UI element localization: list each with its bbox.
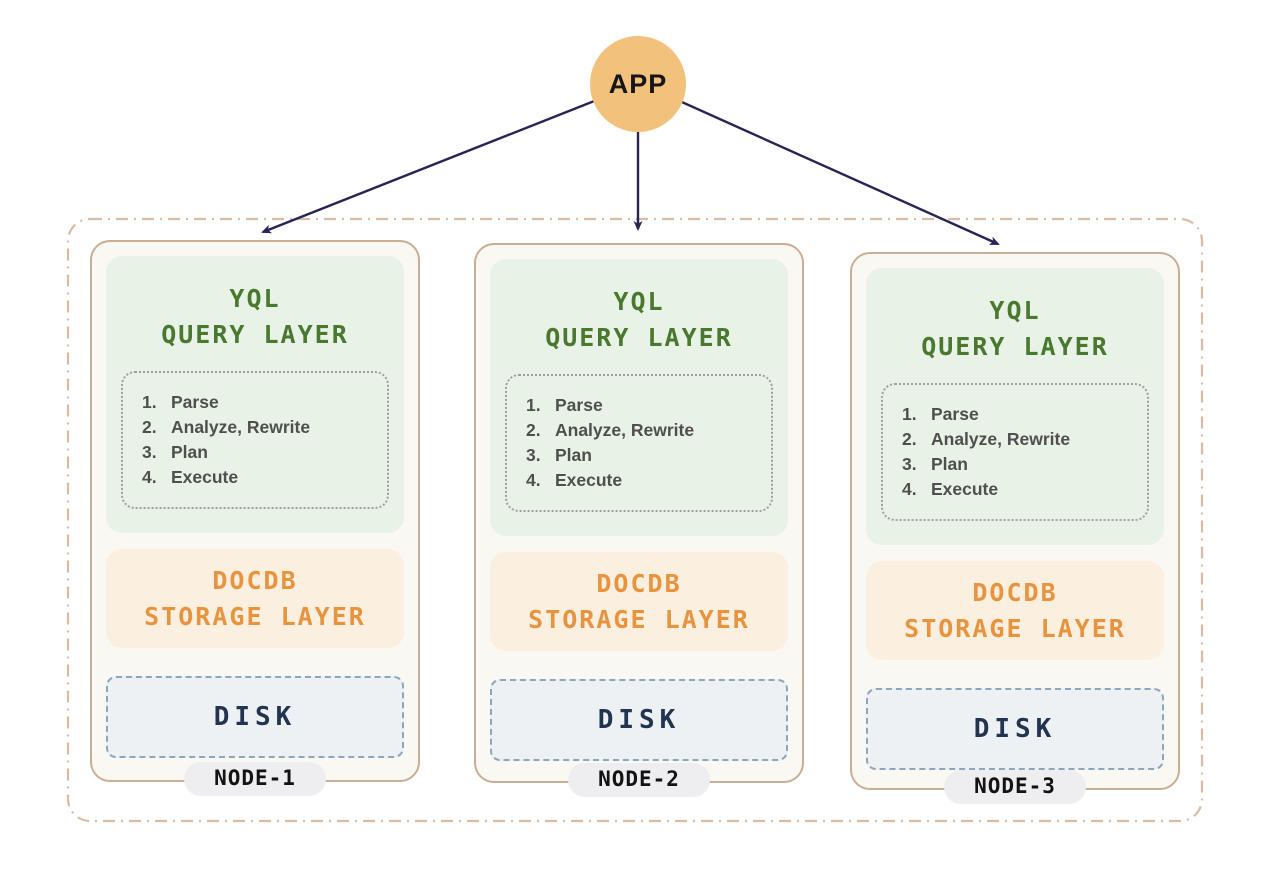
yql-query-layer: YQL QUERY LAYER 1. Parse 2. Analyze, Rew… bbox=[866, 268, 1164, 545]
docdb-title-line2: STORAGE LAYER bbox=[144, 601, 366, 631]
step-number: 4. bbox=[902, 479, 917, 499]
step-number: 3. bbox=[142, 442, 157, 462]
yql-title-line1: YQL bbox=[229, 284, 281, 313]
yql-title-line2: QUERY LAYER bbox=[161, 319, 349, 349]
step-text: Analyze, Rewrite bbox=[555, 420, 695, 440]
disk-box: DISK bbox=[866, 688, 1164, 770]
docdb-storage-layer: DOCDB STORAGE LAYER bbox=[866, 561, 1164, 660]
arrow-app-to-node-3 bbox=[663, 92, 1000, 246]
step-number: 4. bbox=[142, 467, 157, 487]
node-card-2: YQL QUERY LAYER 1. Parse 2. Analyze, Rew… bbox=[474, 243, 804, 797]
step-item: 2. Analyze, Rewrite bbox=[521, 418, 763, 443]
cluster-boundary bbox=[66, 217, 1204, 823]
app-label: APP bbox=[608, 68, 668, 99]
yql-title-line2: QUERY LAYER bbox=[545, 322, 733, 352]
step-number: 2. bbox=[142, 417, 157, 437]
yql-title-line1: YQL bbox=[613, 287, 665, 316]
step-number: 3. bbox=[526, 445, 541, 465]
disk-box: DISK bbox=[490, 679, 788, 761]
disk-label: DISK bbox=[213, 702, 297, 732]
step-text: Parse bbox=[555, 395, 603, 415]
step-text: Plan bbox=[931, 454, 968, 474]
docdb-storage-layer-title: DOCDB STORAGE LAYER bbox=[144, 563, 366, 634]
query-steps-box: 1. Parse 2. Analyze, Rewrite 3. Plan 4. … bbox=[121, 371, 389, 509]
node-badge: NODE-1 bbox=[184, 762, 326, 796]
arrow-app-to-node-1 bbox=[261, 92, 613, 234]
step-text: Execute bbox=[555, 470, 623, 490]
step-item: 3. Plan bbox=[521, 443, 763, 468]
app-node: APP bbox=[590, 36, 686, 132]
docdb-storage-layer-title: DOCDB STORAGE LAYER bbox=[904, 575, 1126, 646]
query-steps-box: 1. Parse 2. Analyze, Rewrite 3. Plan 4. … bbox=[505, 374, 773, 512]
step-text: Parse bbox=[931, 404, 979, 424]
query-steps-box: 1. Parse 2. Analyze, Rewrite 3. Plan 4. … bbox=[881, 383, 1149, 521]
step-number: 1. bbox=[526, 395, 541, 415]
yql-query-layer: YQL QUERY LAYER 1. Parse 2. Analyze, Rew… bbox=[490, 259, 788, 536]
step-text: Parse bbox=[171, 392, 219, 412]
docdb-storage-layer: DOCDB STORAGE LAYER bbox=[106, 549, 404, 648]
step-item: 1. Parse bbox=[521, 393, 763, 418]
disk-label: DISK bbox=[597, 705, 681, 735]
docdb-title-line1: DOCDB bbox=[972, 578, 1058, 607]
yql-title-line1: YQL bbox=[989, 296, 1041, 325]
docdb-title-line1: DOCDB bbox=[212, 566, 298, 595]
step-number: 1. bbox=[902, 404, 917, 424]
docdb-storage-layer: DOCDB STORAGE LAYER bbox=[490, 552, 788, 651]
step-text: Plan bbox=[171, 442, 208, 462]
step-number: 4. bbox=[526, 470, 541, 490]
step-item: 3. Plan bbox=[897, 452, 1139, 477]
yql-title-line2: QUERY LAYER bbox=[921, 331, 1109, 361]
docdb-title-line2: STORAGE LAYER bbox=[904, 613, 1126, 643]
yql-query-layer-title: YQL QUERY LAYER bbox=[505, 284, 773, 355]
step-number: 2. bbox=[902, 429, 917, 449]
node-card-1: YQL QUERY LAYER 1. Parse 2. Analyze, Rew… bbox=[90, 240, 420, 796]
step-item: 4. Execute bbox=[137, 465, 379, 490]
docdb-title-line2: STORAGE LAYER bbox=[528, 604, 750, 634]
docdb-title-line1: DOCDB bbox=[596, 569, 682, 598]
step-number: 1. bbox=[142, 392, 157, 412]
step-text: Plan bbox=[555, 445, 592, 465]
disk-box: DISK bbox=[106, 676, 404, 758]
step-text: Execute bbox=[171, 467, 239, 487]
docdb-storage-layer-title: DOCDB STORAGE LAYER bbox=[528, 566, 750, 637]
step-item: 4. Execute bbox=[521, 468, 763, 493]
step-item: 3. Plan bbox=[137, 440, 379, 465]
step-item: 1. Parse bbox=[897, 402, 1139, 427]
yql-query-layer-title: YQL QUERY LAYER bbox=[121, 281, 389, 352]
step-item: 2. Analyze, Rewrite bbox=[137, 415, 379, 440]
yql-query-layer: YQL QUERY LAYER 1. Parse 2. Analyze, Rew… bbox=[106, 256, 404, 533]
node-badge: NODE-2 bbox=[568, 763, 710, 797]
step-number: 3. bbox=[902, 454, 917, 474]
step-item: 4. Execute bbox=[897, 477, 1139, 502]
step-item: 2. Analyze, Rewrite bbox=[897, 427, 1139, 452]
disk-label: DISK bbox=[973, 714, 1057, 744]
step-number: 2. bbox=[526, 420, 541, 440]
yql-query-layer-title: YQL QUERY LAYER bbox=[881, 293, 1149, 364]
node-card-3: YQL QUERY LAYER 1. Parse 2. Analyze, Rew… bbox=[850, 252, 1180, 804]
step-text: Execute bbox=[931, 479, 999, 499]
node-badge: NODE-3 bbox=[944, 770, 1086, 804]
step-text: Analyze, Rewrite bbox=[931, 429, 1071, 449]
step-item: 1. Parse bbox=[137, 390, 379, 415]
step-text: Analyze, Rewrite bbox=[171, 417, 311, 437]
